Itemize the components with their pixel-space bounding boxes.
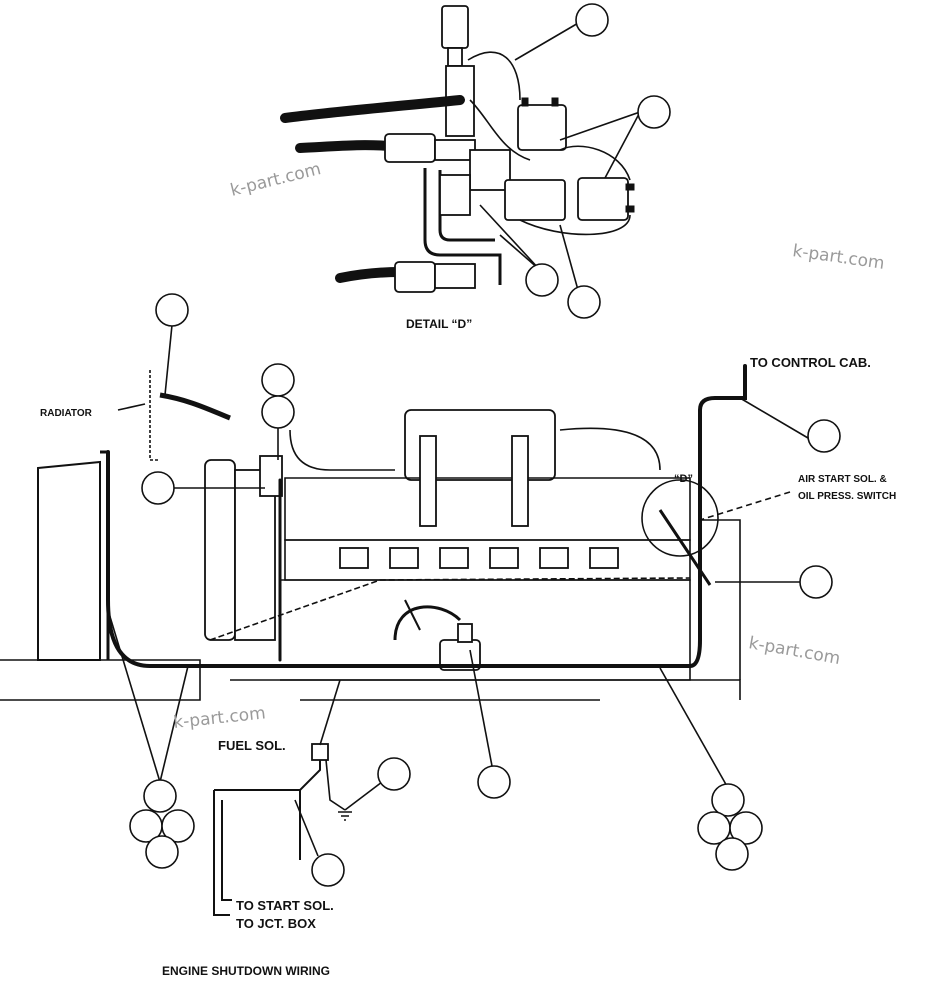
air-start-label-line1: AIR START SOL. &	[798, 474, 887, 485]
watermark: k-part.com	[172, 703, 266, 733]
callout-circle	[637, 95, 671, 129]
callout-cluster-left	[129, 779, 195, 869]
radiator-label: RADIATOR	[40, 408, 93, 419]
callout-circle	[261, 363, 295, 397]
detail-d-title: DETAIL “D”	[406, 317, 472, 331]
air-start-leader	[699, 491, 791, 521]
watermark: k-part.com	[791, 241, 885, 274]
to-start-sol-label: TO START SOL.	[236, 898, 334, 913]
main-callouts	[107, 293, 841, 887]
fuel-sol-label: FUEL SOL.	[218, 738, 286, 753]
callout-circle	[311, 853, 345, 887]
manifold-ports	[339, 547, 619, 569]
callout-cluster-right	[697, 783, 763, 871]
callout-circle	[799, 565, 833, 599]
radiator-drawing	[0, 370, 201, 701]
watermark: k-part.com	[228, 159, 323, 201]
callout-circle	[575, 3, 609, 37]
diagram-caption: ENGINE SHUTDOWN WIRING	[162, 964, 330, 978]
to-jct-box-label: TO JCT. BOX	[236, 916, 316, 931]
callout-circle	[525, 263, 559, 297]
callout-circle	[261, 395, 295, 429]
detail-d-callouts	[479, 3, 671, 319]
air-start-label-line2: OIL PRESS. SWITCH	[798, 491, 896, 502]
watermark: k-part.com	[747, 633, 842, 669]
detail-d-drawing	[280, 5, 635, 293]
callout-circle	[141, 471, 175, 505]
detail-d-marker: “D”	[674, 473, 693, 485]
engine-drawing	[204, 409, 741, 701]
callout-circle	[477, 765, 511, 799]
lower-wiring	[213, 679, 352, 916]
to-control-cab-label: TO CONTROL CAB.	[750, 355, 871, 370]
callout-circle	[567, 285, 601, 319]
callout-circle	[155, 293, 189, 327]
callout-circle	[377, 757, 411, 791]
wiring-harness	[106, 364, 747, 668]
radiator-leader	[117, 403, 146, 411]
callout-circle	[807, 419, 841, 453]
